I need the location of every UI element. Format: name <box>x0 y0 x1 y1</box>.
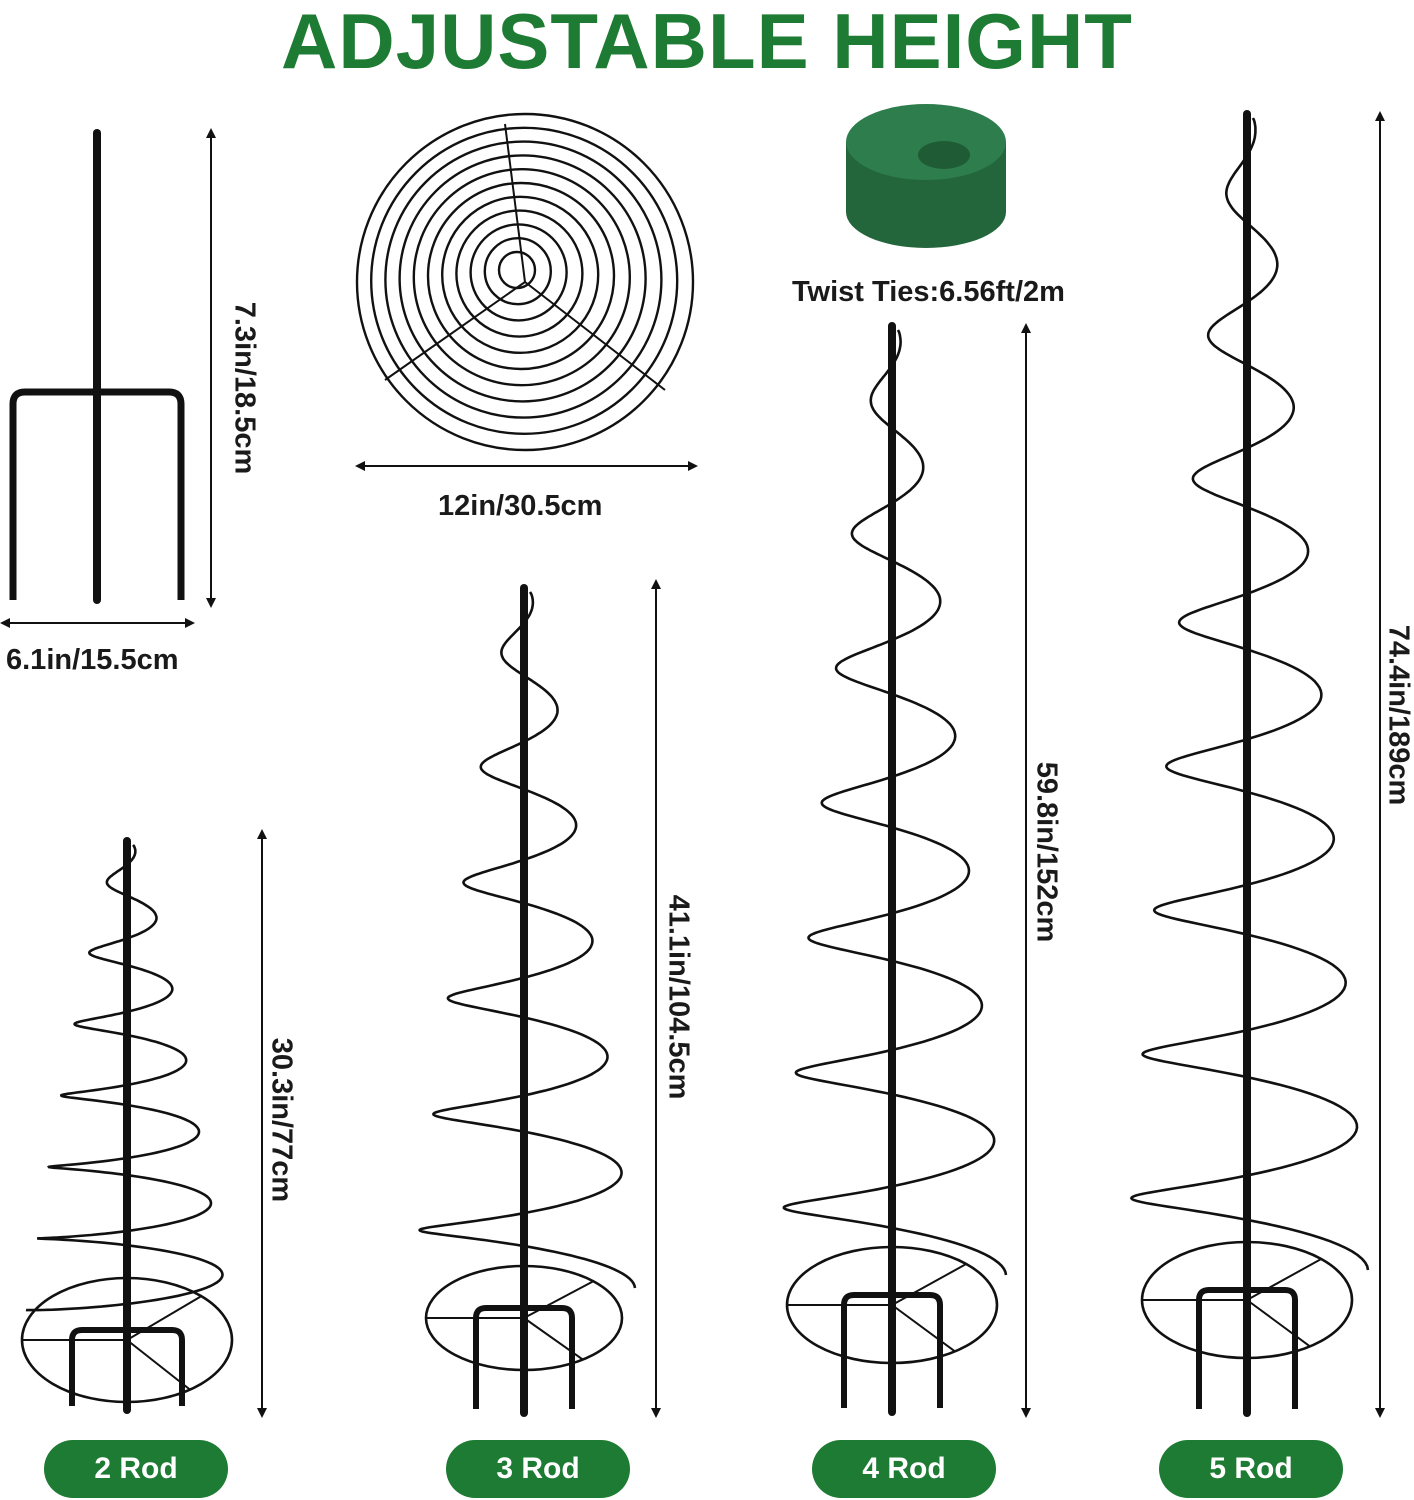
ring-coil <box>398 154 647 403</box>
ring-coil <box>426 181 616 371</box>
spiral-wire <box>418 591 637 1289</box>
ring-spoke <box>891 1304 956 1353</box>
roll-core <box>918 141 970 169</box>
rod-4-badge: 4 Rod <box>812 1440 996 1498</box>
ring-coil <box>483 237 552 306</box>
spiral-wire <box>782 329 1008 1276</box>
ring-spoke <box>891 1263 966 1306</box>
ring-coil <box>441 195 600 354</box>
base-ring-illustration <box>355 112 695 452</box>
dimension-arrows <box>0 111 1385 1418</box>
spiral-wire <box>1129 117 1370 1271</box>
ring-spoke <box>1246 1258 1321 1301</box>
base-ring-diameter-label: 12in/30.5cm <box>438 490 603 522</box>
rod-2-badge: 2 Rod <box>44 1440 228 1498</box>
ring-coil <box>412 168 631 387</box>
trellis-2-rod-illustration <box>20 837 234 1414</box>
trellis-4-height-label: 59.8in/152cm <box>1030 761 1063 943</box>
roll-top <box>846 104 1006 180</box>
roll-bottom <box>846 176 1006 248</box>
trellis-5-height-label: 74.4in/189cm <box>1382 624 1414 806</box>
ring-coil <box>355 112 695 452</box>
ring-spoke <box>524 281 666 391</box>
trellis-3-rod-illustration <box>418 584 637 1417</box>
ring-spoke <box>384 281 526 381</box>
ring-coil <box>384 140 663 419</box>
fork-prongs <box>1196 1287 1298 1409</box>
trellis-4-rod-illustration <box>782 322 1008 1416</box>
trellis-5-rod-illustration <box>1129 110 1370 1417</box>
twist-tie-roll-illustration <box>846 104 1006 248</box>
fork-prongs <box>841 1292 943 1408</box>
trellis-3-height-label: 41.1in/104.5cm <box>662 894 695 1100</box>
ring-spoke <box>1246 1299 1311 1348</box>
trellis-2-height-label: 30.3in/77cm <box>265 1037 298 1203</box>
fork-prongs <box>9 388 185 600</box>
stake-height-label: 7.3in/18.5cm <box>228 301 261 475</box>
ring-coil <box>455 209 584 338</box>
ring-spoke <box>504 123 526 283</box>
ring-coil <box>370 126 679 435</box>
twist-ties-label: Twist Ties:6.56ft/2m <box>792 276 1065 308</box>
ring-spoke <box>523 1280 594 1319</box>
stake-width-label: 6.1in/15.5cm <box>6 644 179 676</box>
fork-prongs <box>69 1327 185 1406</box>
page-title: ADJUSTABLE HEIGHT <box>281 0 1133 85</box>
stake-illustration <box>9 129 185 604</box>
fork-prongs <box>473 1305 575 1409</box>
rod-3-badge: 3 Rod <box>446 1440 630 1498</box>
rod-5-badge: 5 Rod <box>1159 1440 1343 1498</box>
ring-coil <box>497 250 537 290</box>
